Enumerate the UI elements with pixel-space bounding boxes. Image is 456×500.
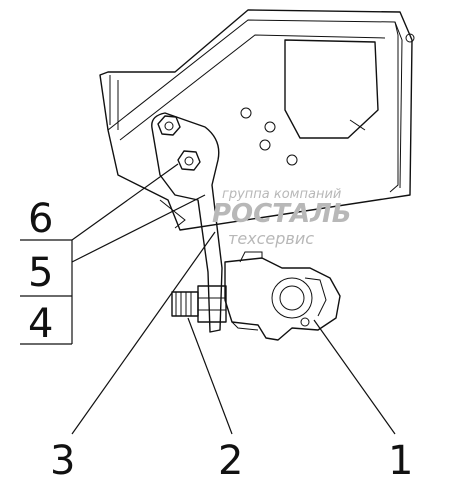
callout-1: 1 [388,438,413,484]
callout-5: 5 [28,250,53,296]
watermark-line3: техсервис [228,229,314,248]
nut-lower [177,150,201,171]
watermark-line1: группа компаний [222,187,341,202]
watermark: группа компаний РОСТАЛЬ техсервис [212,187,352,248]
nut-upper [157,115,181,136]
watermark-line2: РОСТАЛЬ [212,199,352,229]
coupling-head [224,251,341,341]
callout-3: 3 [50,438,75,484]
mounting-holes [240,33,415,166]
callout-6: 6 [28,196,53,242]
bushing [171,285,227,323]
mounting-plate [151,112,223,333]
leader-lines [20,163,396,435]
callout-2: 2 [218,438,243,484]
frame-bracket [99,9,413,231]
callout-4: 4 [28,301,53,347]
